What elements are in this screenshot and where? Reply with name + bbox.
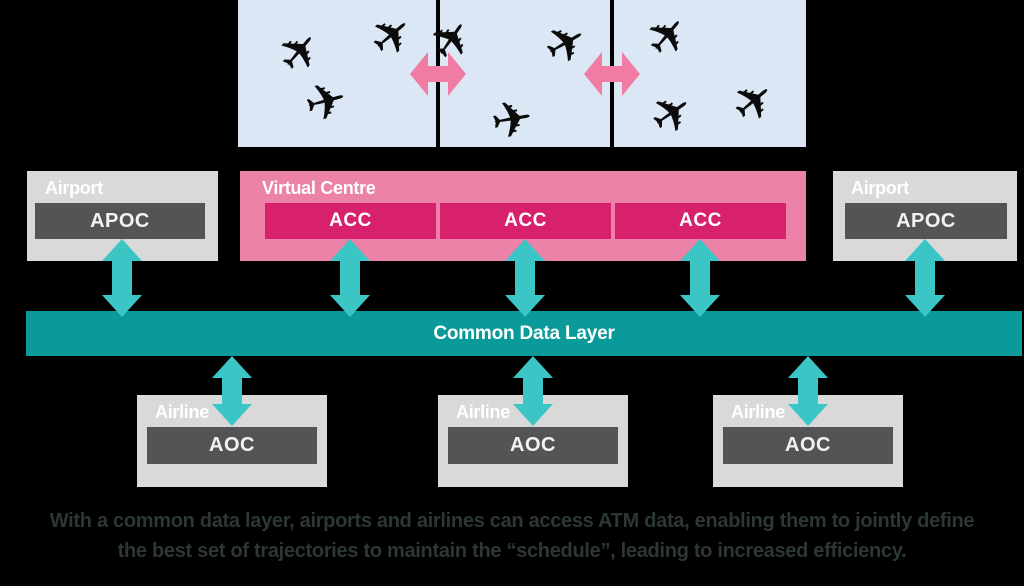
airplane-icon: ✈ <box>638 78 706 150</box>
airline-block: Airline AOC <box>438 395 628 487</box>
sector-exchange-arrow-icon <box>584 52 640 96</box>
data-flow-arrow-icon <box>905 239 945 317</box>
airline-label: Airline <box>155 402 209 422</box>
airplane-icon: ✈ <box>719 66 789 138</box>
airport-label: Airport <box>45 178 103 198</box>
apoc-box: APOC <box>845 203 1007 239</box>
caption-line-2: the best set of trajectories to maintain… <box>117 540 907 562</box>
virtual-centre-label: Virtual Centre <box>262 178 376 198</box>
common-data-layer-label: Common Data Layer <box>433 322 615 344</box>
caption-line-1: With a common data layer, airports and a… <box>49 510 975 532</box>
airplane-icon: ✈ <box>486 87 538 153</box>
data-flow-arrow-icon <box>513 356 553 426</box>
virtual-centre-block: Virtual Centre ACC ACC ACC <box>240 171 806 261</box>
data-flow-arrow-icon <box>212 356 252 426</box>
aoc-box: AOC <box>448 427 618 464</box>
data-flow-arrow-icon <box>102 239 142 317</box>
data-flow-arrow-icon <box>330 239 370 317</box>
airport-label: Airport <box>851 178 909 198</box>
airplane-icon: ✈ <box>632 1 704 71</box>
acc-box: ACC <box>615 203 786 239</box>
aoc-box: AOC <box>723 427 893 464</box>
airspace-panels: ✈✈✈✈✈✈✈✈✈ <box>238 0 806 153</box>
common-data-layer-bar: Common Data Layer <box>26 311 1022 356</box>
data-flow-arrow-icon <box>680 239 720 317</box>
acc-box: ACC <box>440 203 611 239</box>
sector-exchange-arrow-icon <box>410 52 466 96</box>
aoc-box: AOC <box>147 427 317 464</box>
data-flow-arrow-icon <box>505 239 545 317</box>
airplane-icon: ✈ <box>298 68 354 136</box>
airline-block: Airline AOC <box>713 395 903 487</box>
data-flow-arrow-icon <box>788 356 828 426</box>
airline-label: Airline <box>731 402 785 422</box>
apoc-box: APOC <box>35 203 205 239</box>
acc-box: ACC <box>265 203 436 239</box>
airline-label: Airline <box>456 402 510 422</box>
